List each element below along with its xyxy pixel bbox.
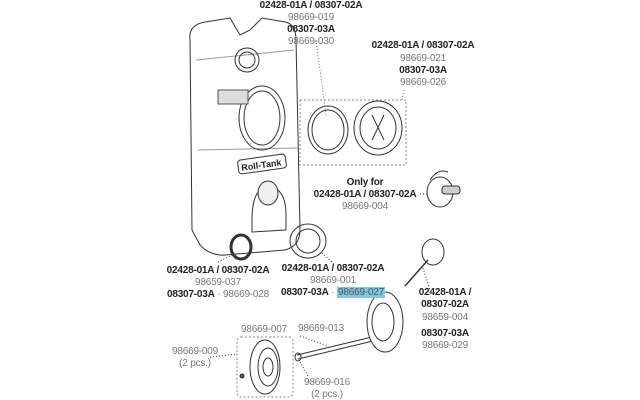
adapter-models-a: 02428-01A / 08307-02A [281,263,385,274]
drain-cap-illustration [420,170,461,208]
drain-cap-part-a: 98669-004 [341,201,389,212]
tether-cap-models-a2: 08307-02A [421,299,469,310]
right-cap-models-a: 02428-01A / 08307-02A [371,40,475,51]
top-cap-models-a: 02428-01A / 08307-02A [259,0,363,11]
adapter-part-a: 98669-001 [309,275,357,286]
tether-cap-part-a: 98659-004 [421,312,469,323]
cap-set-illustration [299,39,407,166]
separator: · [331,287,335,298]
adapter-illustration [289,223,333,263]
right-cap-part-a: 98669-021 [399,53,447,64]
seal-ring-part-a: 98659-037 [194,277,242,288]
seal-ring-models-b: 08307-03A [166,289,215,300]
seal-ring-line-b: 08307-03A · 98669-028 [167,289,269,301]
hub-cap-part: 98669-009 [171,346,219,357]
adapter-part-b-highlighted: 98669-027 [336,287,386,298]
separator: · [217,289,221,300]
seal-ring-part-b: 98669-028 [222,289,270,300]
wheel-axle-illustration [209,291,404,398]
fiamma-logo [217,89,249,105]
adapter-models-b: 08307-03A [280,287,329,298]
hub-cap-qty: (2 pcs.) [179,358,211,369]
axle-clip-part: 98669-016 [303,377,351,388]
roll-tank-illustration: Roll-Tank [189,17,301,256]
seal-ring-illustration [217,233,253,263]
axle-part: 98669-013 [297,323,345,334]
seal-ring-models-a: 02428-01A / 08307-02A [166,265,270,276]
top-cap-models-b: 08307-03A [287,24,335,35]
tether-cap-models-b: 08307-03A [421,328,469,339]
drain-cap-note: Only for [346,177,384,188]
drain-cap-models-a: 02428-01A / 08307-02A [313,189,417,200]
adapter-line-b: 08307-03A · 98669-027 [280,287,386,299]
top-cap-part-b: 98669-030 [287,36,335,47]
right-cap-part-b: 98669-026 [399,77,447,88]
tether-cap-models-a1: 02428-01A / [418,287,472,298]
right-cap-models-b: 08307-03A [399,65,447,76]
top-cap-part-a: 98669-019 [287,12,335,23]
tether-cap-illustration [404,238,445,291]
axle-clip-qty: (2 pcs.) [311,389,343,400]
roll-tank-logo [237,153,287,175]
tether-cap-part-b: 98669-029 [421,340,469,351]
wheel-part: 98669-007 [240,324,288,335]
